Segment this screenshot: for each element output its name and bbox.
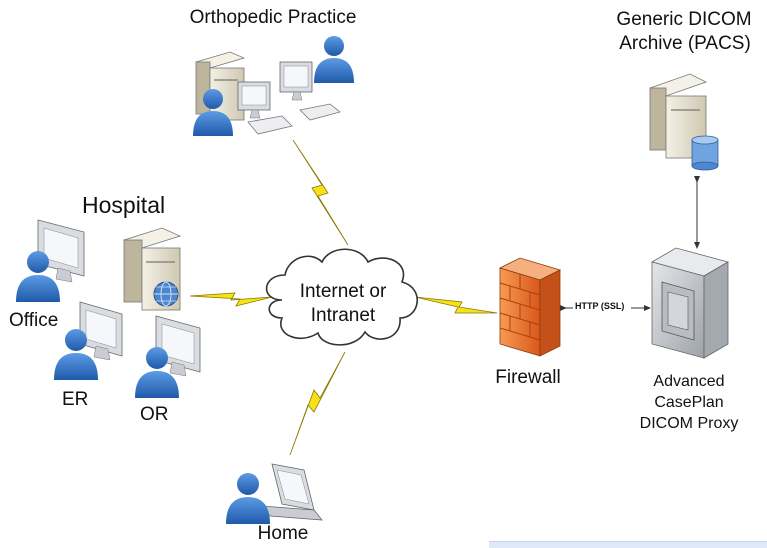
orthopedic-practice-label: Orthopedic Practice [189, 7, 357, 28]
office-user-icon [16, 251, 60, 302]
orthopedic-user-icon-2 [314, 36, 354, 83]
http-ssl-label: HTTP (SSL) [575, 301, 625, 311]
firewall-label: Firewall [495, 367, 561, 388]
proxy-label-line3: DICOM Proxy [639, 415, 739, 432]
pacs-label-line2: Archive (PACS) [619, 33, 751, 54]
orthopedic-user-icon-1 [193, 89, 233, 136]
bottom-edge-strip [489, 541, 767, 548]
orthopedic-workstation-icon-1 [237, 81, 293, 135]
office-workstation-icon [37, 219, 85, 283]
internet-cloud [265, 248, 419, 346]
proxy-label-line1: Advanced [653, 373, 725, 390]
lightning-hospital-link [189, 292, 273, 307]
firewall-icon [498, 257, 562, 357]
database-icon [691, 135, 719, 171]
lightning-orthopedic-link [292, 139, 349, 246]
home-laptop-icon [261, 463, 323, 521]
pacs-server-icon [648, 73, 708, 159]
lightning-firewall-link [414, 296, 498, 314]
internet-label-line2: Intranet [310, 305, 376, 326]
home-user-icon [226, 473, 270, 524]
er-label: ER [62, 389, 89, 410]
globe-icon [153, 281, 179, 307]
internet-label-line1: Internet or [299, 281, 387, 302]
er-workstation-icon [79, 301, 123, 361]
orthopedic-workstation-icon-2 [279, 61, 341, 121]
er-user-icon [54, 329, 98, 380]
proxy-device-icon [650, 247, 730, 359]
proxy-label-line2: CasePlan [654, 394, 724, 411]
hospital-label: Hospital [82, 192, 166, 218]
orthopedic-server-icon [194, 51, 246, 121]
lightning-home-link [289, 351, 346, 456]
pacs-label-line1: Generic DICOM [616, 9, 752, 30]
home-label: Home [257, 523, 309, 544]
office-label: Office [9, 310, 59, 331]
or-user-icon [135, 347, 179, 398]
or-label: OR [140, 404, 169, 425]
